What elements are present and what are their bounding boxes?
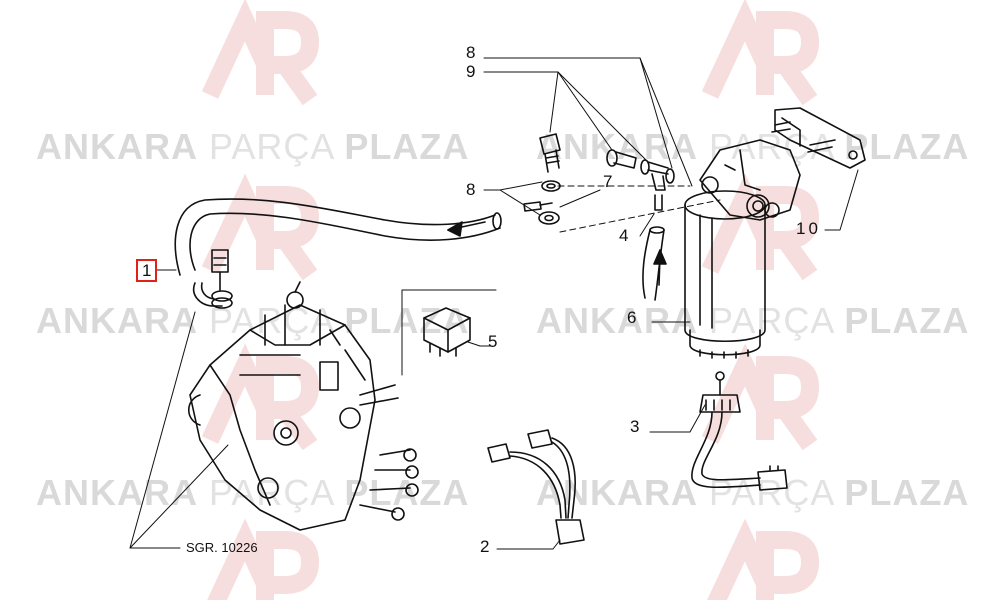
callout-9[interactable]: 9: [466, 62, 476, 81]
watermark-logo-top-left: [201, 0, 320, 106]
watermark-text: ANKARA PARÇA PLAZA: [36, 126, 470, 167]
callout-8-mid[interactable]: 8: [466, 180, 476, 199]
injection-pump: [187, 281, 419, 531]
fuel-filter-part-6[interactable]: [651, 190, 766, 359]
fitting-part-4[interactable]: [639, 194, 663, 237]
filter-banjo-bolt[interactable]: [606, 149, 675, 191]
banjo-fitting: [193, 249, 233, 309]
fuel-hose-part-1[interactable]: [174, 198, 502, 276]
callout-1-highlighted[interactable]: 1: [136, 259, 158, 282]
fuel-return-hose: [642, 226, 667, 301]
watermark-logo-mid-right: [701, 173, 820, 281]
water-sensor-part-3[interactable]: [649, 371, 788, 491]
callout-3[interactable]: 3: [630, 417, 640, 436]
filter-head: [699, 139, 801, 221]
callout-7[interactable]: 7: [603, 172, 613, 191]
watermark-logo-mid-left: [201, 173, 320, 281]
callout-5[interactable]: 5: [488, 332, 498, 351]
callout-4[interactable]: 4: [619, 226, 629, 245]
relay-part-5[interactable]: [401, 289, 497, 376]
leader-lines-8-9: [483, 57, 693, 216]
wiring-harness-part-2[interactable]: [487, 429, 585, 550]
watermark-logo-top-right: [701, 0, 820, 106]
callout-6[interactable]: 6: [627, 308, 637, 327]
watermark-logo-bottom-right: [707, 518, 820, 600]
watermark-logo-bottom-left: [207, 518, 320, 600]
bolt-washer-stack[interactable]: [523, 133, 561, 225]
assembly-centre-lines: [557, 185, 721, 233]
callout-8-top[interactable]: 8: [466, 43, 476, 62]
callout-2[interactable]: 2: [480, 537, 490, 556]
drawing-code: SGR. 10226: [186, 540, 258, 555]
callout-10[interactable]: 10: [796, 219, 821, 238]
watermark-text: ANKARA PARÇA PLAZA: [536, 300, 970, 341]
bracket-part-10[interactable]: [771, 107, 866, 231]
leader-lines-pump: [129, 311, 229, 549]
